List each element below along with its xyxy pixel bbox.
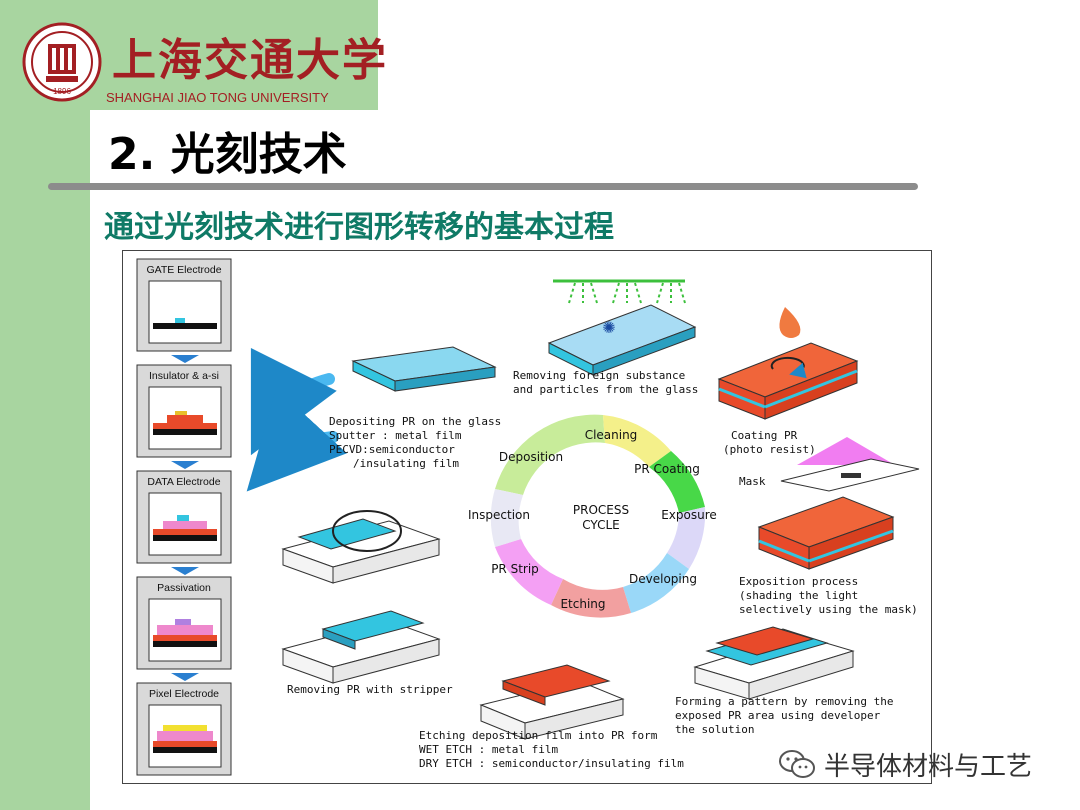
side-step-insulator: Insulator & a-si <box>136 364 232 458</box>
side-step-label: Passivation <box>157 582 211 594</box>
caption-deposition-3: PECVD:semiconductor <box>329 443 455 456</box>
process-cycle: PROCESS CYCLE Cleaning PR Coating Exposu… <box>468 414 717 618</box>
university-seal: 1896 <box>22 22 102 102</box>
deposition-slab <box>351 346 497 392</box>
caption-deposition-2: Sputter : metal film <box>329 429 462 442</box>
cycle-segment-cleaning <box>603 415 671 467</box>
caption-strip: Removing PR with stripper <box>287 683 453 696</box>
caption-developing-1: Forming a pattern by removing the <box>675 695 894 708</box>
strip-slab <box>281 610 441 684</box>
caption-developing-3: the solution <box>675 723 754 736</box>
side-step-gate: GATE Electrode <box>136 258 232 352</box>
wechat-icon <box>779 750 815 778</box>
cycle-label-cleaning: Cleaning <box>585 428 638 442</box>
exposure-setup <box>757 437 920 570</box>
side-step-pixel: Pixel Electrode <box>136 682 232 776</box>
cycle-label-coating: PR Coating <box>634 462 700 476</box>
down-arrow-icon <box>171 355 199 363</box>
developing-slab <box>693 626 855 700</box>
watermark: 半导体材料与工艺 <box>778 746 1032 782</box>
watermark-text: 半导体材料与工艺 <box>824 751 1033 782</box>
process-diagram: GATE Electrode Insulator & a-si DATA Ele… <box>136 258 920 776</box>
side-step-label: Insulator & a-si <box>149 370 219 382</box>
cycle-segment-developing <box>623 553 689 613</box>
cycle-center-line1: PROCESS <box>573 503 629 517</box>
inspection-slab <box>281 510 441 584</box>
caption-exposure-1: Exposition process <box>739 575 858 588</box>
etching-slab <box>479 664 625 740</box>
seal-year: 1896 <box>53 87 71 96</box>
university-name-cn: 上海交通大学 <box>112 35 388 86</box>
caption-etching-2: WET ETCH : metal film <box>419 743 558 756</box>
process-figure: GATE Electrode Insulator & a-si DATA Ele… <box>122 250 932 784</box>
caption-deposition-4: /insulating film <box>353 457 459 470</box>
caption-exposure-3: selectively using the mask) <box>739 603 918 616</box>
caption-coating-2: (photo resist) <box>723 443 816 456</box>
side-steps-column: GATE Electrode Insulator & a-si DATA Ele… <box>136 258 232 776</box>
cleaning-slab: ✺ <box>547 279 697 376</box>
caption-exposure-2: (shading the light <box>739 589 858 602</box>
side-step-data: DATA Electrode <box>136 470 232 564</box>
caption-cleaning-1: Removing foreign substance <box>513 369 685 382</box>
caption-mask: Mask <box>739 475 766 488</box>
university-name-en: SHANGHAI JIAO TONG UNIVERSITY <box>106 90 329 105</box>
side-step-passivation: Passivation <box>136 576 232 670</box>
coating-slab <box>717 307 859 420</box>
cycle-label-strip: PR Strip <box>491 562 539 576</box>
caption-coating-1: Coating PR <box>731 429 798 442</box>
caption-etching-1: Etching deposition film into PR form <box>419 729 658 742</box>
cycle-segment-inspection <box>490 489 523 547</box>
cycle-label-deposition: Deposition <box>499 450 563 464</box>
caption-developing-2: exposed PR area using developer <box>675 709 881 722</box>
particle-icon: ✺ <box>602 318 615 337</box>
cycle-segment-deposition <box>495 414 605 495</box>
cycle-label-inspection: Inspection <box>468 508 530 522</box>
caption-cleaning-2: and particles from the glass <box>513 383 698 396</box>
caption-etching-3: DRY ETCH : semiconductor/insulating film <box>419 757 684 770</box>
cycle-label-exposure: Exposure <box>661 508 717 522</box>
slide-subtitle: 通过光刻技术进行图形转移的基本过程 <box>104 210 614 245</box>
title-divider <box>48 183 918 190</box>
caption-deposition-1: Depositing PR on the glass <box>329 415 501 428</box>
down-arrow-icon <box>171 673 199 681</box>
side-step-label: Pixel Electrode <box>149 688 219 700</box>
cycle-segment-exposure <box>667 507 706 569</box>
left-sidebar <box>0 0 90 810</box>
flow-arrow-icon <box>250 347 337 456</box>
side-step-label: DATA Electrode <box>147 476 220 488</box>
down-arrow-icon <box>171 567 199 575</box>
pr-drop-icon <box>779 307 801 338</box>
cycle-segment-strip <box>495 539 563 605</box>
down-arrow-icon <box>171 461 199 469</box>
cycle-center-line2: CYCLE <box>582 518 620 532</box>
cycle-segment-etching <box>551 579 631 618</box>
magnifier-icon <box>332 510 402 552</box>
slide-title: 2. 光刻技术 <box>108 129 347 180</box>
side-step-label: GATE Electrode <box>146 264 221 276</box>
cycle-label-developing: Developing <box>629 572 697 586</box>
cycle-segment-coating <box>649 451 705 513</box>
flow-arrow-icon <box>246 388 347 492</box>
cycle-label-etching: Etching <box>560 597 605 611</box>
